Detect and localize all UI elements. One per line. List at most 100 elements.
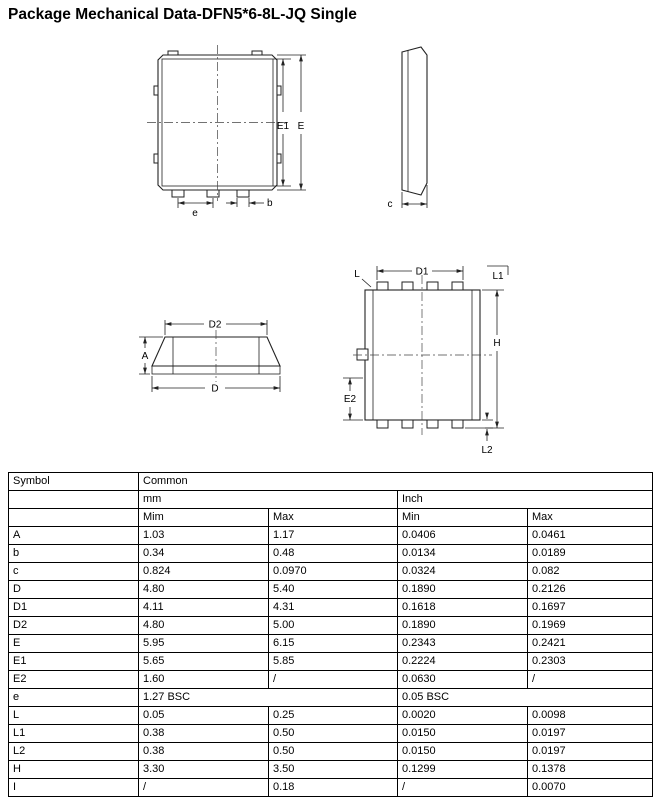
cell-symbol: D2 — [8, 616, 139, 635]
cell-symbol: L — [8, 706, 139, 725]
dim-D1: D1 — [376, 266, 464, 280]
cell-inch-max: 0.082 — [527, 562, 653, 581]
dim-e: e — [177, 198, 214, 219]
table-header-row-2: mm Inch — [8, 490, 653, 509]
cell-inch-min: 0.1299 — [397, 760, 528, 779]
col-header-common: Common — [138, 472, 653, 491]
dim-label-L: L — [354, 269, 360, 280]
cell-symbol: H — [8, 760, 139, 779]
cell-mm-max: 0.18 — [268, 778, 398, 797]
cell-inch-max: 0.0197 — [527, 742, 653, 761]
package-side-outline — [401, 46, 428, 196]
col-header-inch-min: Min — [397, 508, 528, 527]
table-row: L 0.05 0.25 0.0020 0.0098 — [8, 706, 653, 725]
col-header-inch-max: Max — [527, 508, 653, 527]
table-row: e 1.27 BSC 0.05 BSC — [8, 688, 653, 707]
dim-E1: E1 — [273, 58, 291, 187]
cell-mm-min: 3.30 — [138, 760, 269, 779]
dimension-table: Symbol Common mm Inch Mim Max Min Max A … — [8, 472, 653, 797]
cell-inch-max: 0.0461 — [527, 526, 653, 545]
cell-mm-min: 1.03 — [138, 526, 269, 545]
table-row: b 0.34 0.48 0.0134 0.0189 — [8, 544, 653, 563]
cell-mm-min: 5.95 — [138, 634, 269, 653]
cell-symbol: L1 — [8, 724, 139, 743]
dim-D2: D2 — [164, 320, 268, 335]
dim-c: c — [388, 185, 428, 210]
cell-inch-min: 0.1618 — [397, 598, 528, 617]
header-spacer — [8, 508, 139, 527]
col-header-symbol: Symbol — [8, 472, 139, 491]
cell-symbol: c — [8, 562, 139, 581]
cell-inch-max: 0.0098 — [527, 706, 653, 725]
header-spacer — [8, 490, 139, 509]
cell-mm-max: 5.85 — [268, 652, 398, 671]
table-row: A 1.03 1.17 0.0406 0.0461 — [8, 526, 653, 545]
table-row: L1 0.38 0.50 0.0150 0.0197 — [8, 724, 653, 743]
col-header-mm: mm — [138, 490, 398, 509]
cell-inch-max: 0.1697 — [527, 598, 653, 617]
cell-mm-max: 6.15 — [268, 634, 398, 653]
cell-symbol: I — [8, 778, 139, 797]
cell-mm-max: 5.40 — [268, 580, 398, 599]
cell-inch-min: / — [397, 778, 528, 797]
cell-mm-max: / — [268, 670, 398, 689]
col-header-mm-max: Max — [268, 508, 398, 527]
cell-mm-min: 0.34 — [138, 544, 269, 563]
dim-E2: E2 — [343, 377, 363, 421]
cell-mm-max: 0.0970 — [268, 562, 398, 581]
cell-inch-max: 0.0189 — [527, 544, 653, 563]
dim-label-E1: E1 — [277, 121, 290, 132]
table-row: E2 1.60 / 0.0630 / — [8, 670, 653, 689]
cell-mm-min: 4.80 — [138, 616, 269, 635]
dim-A: A — [139, 336, 163, 375]
package-top-outline — [147, 45, 288, 201]
dim-label-D2: D2 — [209, 320, 222, 331]
cell-mm-min: 4.80 — [138, 580, 269, 599]
cell-mm-max: 5.00 — [268, 616, 398, 635]
dim-label-D1: D1 — [416, 267, 429, 278]
cell-inch-min: 0.0020 — [397, 706, 528, 725]
dim-label-D: D — [211, 384, 218, 395]
cell-mm-max: 0.50 — [268, 742, 398, 761]
table-header-row-3: Mim Max Min Max — [8, 508, 653, 527]
cell-inch-max: 0.1378 — [527, 760, 653, 779]
cell-mm-min: 0.38 — [138, 724, 269, 743]
cell-symbol: L2 — [8, 742, 139, 761]
cell-symbol: E1 — [8, 652, 139, 671]
cell-inch-min: 0.2224 — [397, 652, 528, 671]
col-header-inch: Inch — [397, 490, 653, 509]
cell-mm-min: 0.38 — [138, 742, 269, 761]
package-profile-outline — [151, 330, 281, 382]
cell-symbol: E — [8, 634, 139, 653]
cell-inch-max: 0.1969 — [527, 616, 653, 635]
dim-b: b — [226, 198, 273, 209]
cell-symbol: E2 — [8, 670, 139, 689]
cell-symbol: D1 — [8, 598, 139, 617]
dim-label-H: H — [493, 338, 500, 349]
cell-inch-max: 0.0070 — [527, 778, 653, 797]
table-header-row-1: Symbol Common — [8, 472, 653, 491]
dim-L: L — [354, 269, 372, 288]
cell-mm-max: 0.25 — [268, 706, 398, 725]
cell-inch-min: 0.0630 — [397, 670, 528, 689]
table-row: I / 0.18 / 0.0070 — [8, 778, 653, 797]
cell-inch-min: 0.1890 — [397, 580, 528, 599]
dim-L2: L2 — [465, 412, 493, 456]
drawing-top-view: E1 E e b — [147, 45, 306, 219]
cell-mm-min: 0.824 — [138, 562, 269, 581]
cell-mm-bsc: 1.27 BSC — [138, 688, 398, 707]
dim-D: D — [151, 376, 281, 395]
dim-H: H — [482, 289, 504, 429]
dim-L1: L1 — [487, 265, 509, 282]
dim-label-b: b — [267, 198, 273, 209]
cell-inch-min: 0.0150 — [397, 724, 528, 743]
package-bottom-outline — [353, 275, 492, 435]
cell-mm-min: 1.60 — [138, 670, 269, 689]
cell-mm-max: 0.50 — [268, 724, 398, 743]
drawing-side-view: c — [388, 46, 428, 210]
cell-inch-bsc: 0.05 BSC — [397, 688, 653, 707]
cell-mm-min: 5.65 — [138, 652, 269, 671]
cell-inch-min: 0.0134 — [397, 544, 528, 563]
table-row: D2 4.80 5.00 0.1890 0.1969 — [8, 616, 653, 635]
